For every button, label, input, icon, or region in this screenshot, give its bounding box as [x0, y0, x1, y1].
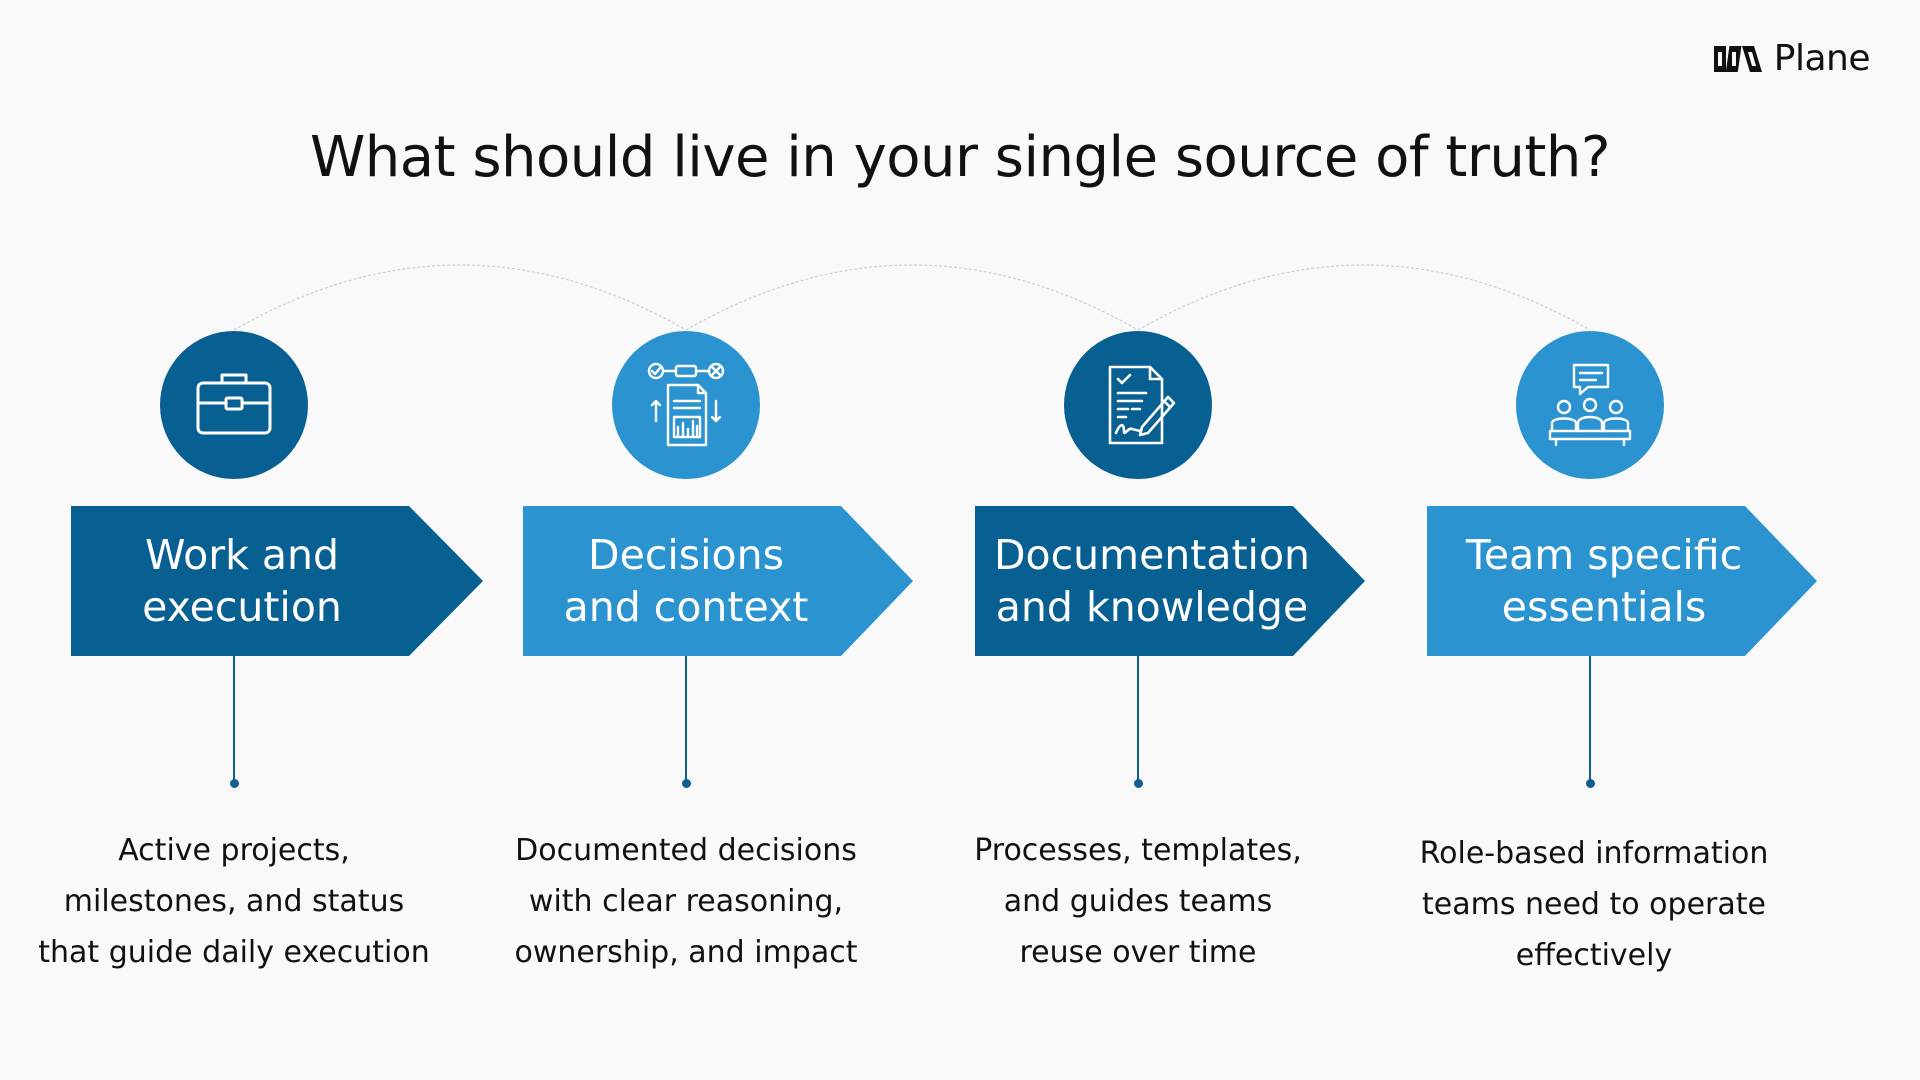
step-banner: Work and execution [71, 506, 483, 656]
team-chat-icon [1548, 363, 1632, 447]
step-description: Processes, templates, and guides teams r… [974, 833, 1302, 970]
step-banner: Decisions and context [523, 506, 913, 656]
step-connector-line [1137, 656, 1139, 784]
step-connector-line [233, 656, 235, 784]
step-description: Active projects, milestones, and status … [38, 833, 430, 970]
step-label: Team specific essentials [1465, 531, 1743, 631]
plane-logo: Plane [1712, 38, 1871, 79]
decision-flow-document-icon [647, 362, 725, 447]
step-banner: Documentation and knowledge [975, 506, 1365, 656]
step-icon-circle [612, 331, 760, 479]
step-work-and-execution: Work and execution Active projects, mile… [38, 0, 483, 1080]
step-icon-circle [160, 331, 308, 479]
step-banner: Team specific essentials [1427, 506, 1817, 656]
brand-name: Plane [1773, 38, 1871, 79]
step-description: Documented decisions with clear reasonin… [514, 833, 858, 970]
arc-1-2 [233, 264, 687, 331]
step-documentation-and-knowledge: Documentation and knowledge Processes, t… [974, 0, 1365, 1080]
step-connector-dot [681, 779, 691, 788]
step-connector-dot [229, 779, 239, 788]
step-label: Decisions and context [563, 531, 809, 631]
step-label: Documentation and knowledge [993, 531, 1311, 631]
plane-logo-icon [1713, 45, 1762, 72]
page-title: What should live in your single source o… [309, 125, 1611, 190]
step-icon-circle [1516, 331, 1664, 479]
arc-3-4 [1137, 264, 1591, 331]
step-connector-dot [1133, 779, 1143, 788]
step-connector-line [1589, 656, 1591, 784]
step-connector-line [685, 656, 687, 784]
step-description: Role-based information teams need to ope… [1419, 836, 1769, 973]
step-label: Work and execution [142, 531, 342, 631]
step-team-specific-essentials: Team specific essentials Role-based info… [1420, 0, 1817, 1080]
arc-2-3 [685, 264, 1139, 331]
briefcase-icon [196, 373, 272, 435]
step-icon-circle [1064, 331, 1212, 479]
step-decisions-and-context: Decisions and context Documented decisio… [514, 0, 913, 1080]
step-connector-dot [1585, 779, 1595, 788]
document-signature-icon [1108, 365, 1176, 445]
